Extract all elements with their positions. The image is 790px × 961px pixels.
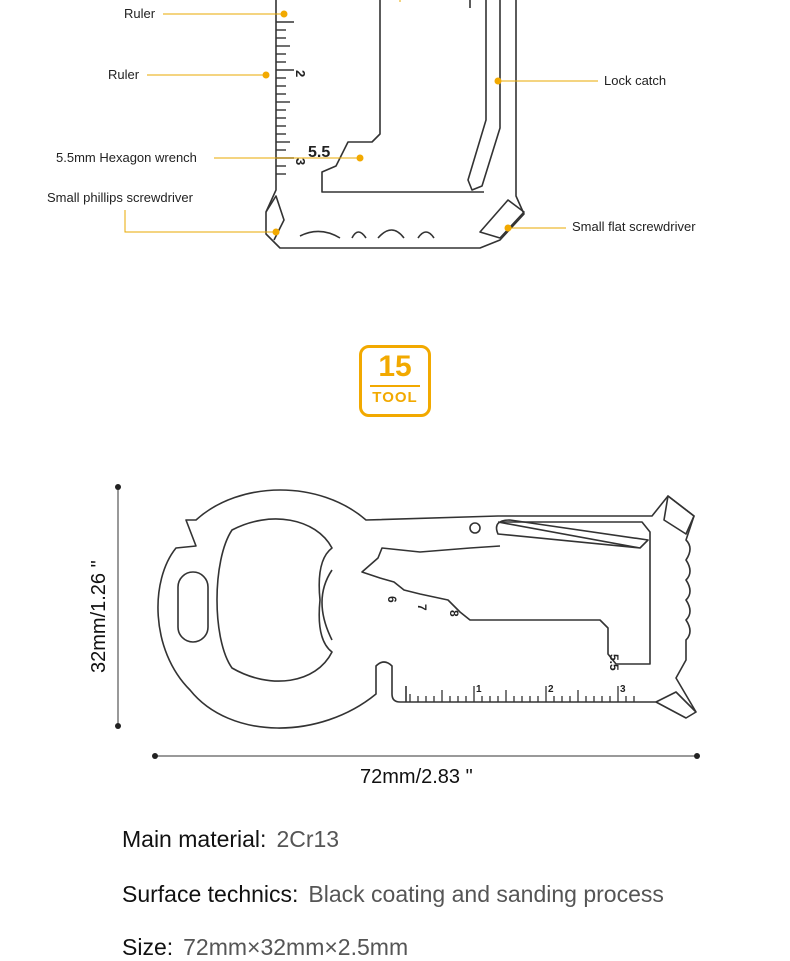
spec-main-material: Main material: 2Cr13 xyxy=(122,826,339,853)
callout-ruler: Ruler xyxy=(108,67,140,82)
spec-value: Black coating and sanding process xyxy=(308,881,664,907)
ruler-mark-2: 2 xyxy=(548,684,554,695)
badge-number: 15 xyxy=(378,350,412,383)
spec-value: 2Cr13 xyxy=(276,826,340,852)
ruler-number-2: 2 xyxy=(293,70,308,77)
tool-count-badge: 15 TOOL xyxy=(359,345,431,417)
callout-hex-wrench: 5.5mm Hexagon wrench xyxy=(56,150,197,165)
top-tool-diagram: 2 3 5.5 xyxy=(124,0,598,249)
tool-outline xyxy=(265,0,525,249)
ruler-mark-3: 3 xyxy=(620,684,626,695)
spec-key: Size: xyxy=(122,934,174,960)
inner-slot xyxy=(321,0,484,193)
ruler-ticks xyxy=(276,21,294,175)
leader-dots xyxy=(262,10,512,236)
callout-phillips: Small phillips screwdriver xyxy=(47,190,193,205)
bottom-ruler-ticks xyxy=(409,686,635,702)
dimension-lines xyxy=(117,487,697,757)
lock-catch-outline xyxy=(495,519,649,549)
bottle-opener-hole xyxy=(216,518,333,682)
wrench-cutout xyxy=(361,521,651,665)
callout-flat-screwdriver: Small flat screwdriver xyxy=(572,219,696,234)
ruler-mark-1: 1 xyxy=(476,684,482,695)
hex-mark-8: 8 xyxy=(447,610,461,617)
keyring-slot xyxy=(177,571,209,643)
ruler-number-3: 3 xyxy=(293,158,308,165)
callout-lock-catch: Lock catch xyxy=(604,73,667,88)
hex-size-label: 5.5 xyxy=(308,144,330,161)
spec-size: Size: 72mm×32mm×2.5mm xyxy=(122,934,408,961)
leader-lines xyxy=(124,0,598,233)
hex-mark-7: 7 xyxy=(415,604,429,611)
height-dimension-label: 32mm/1.26 " xyxy=(88,560,110,673)
spec-value: 72mm×32mm×2.5mm xyxy=(183,934,409,960)
callout-ruler-top: Ruler xyxy=(124,6,156,21)
spec-key: Main material: xyxy=(122,826,267,852)
hex-mark-55: 5.5 xyxy=(607,654,621,671)
spec-surface-technics: Surface technics: Black coating and sandi… xyxy=(122,881,664,908)
badge-divider xyxy=(370,385,420,387)
spec-key: Surface technics: xyxy=(122,881,299,907)
lock-catch-outline xyxy=(467,0,501,191)
tool-body-outline xyxy=(157,489,697,729)
width-dimension-label: 72mm/2.83 " xyxy=(360,766,473,788)
full-tool-diagram: 6 7 8 5.5 1 2 3 xyxy=(115,484,700,759)
catch-hole xyxy=(469,522,481,534)
hex-mark-6: 6 xyxy=(385,596,399,603)
badge-label: TOOL xyxy=(372,389,418,406)
